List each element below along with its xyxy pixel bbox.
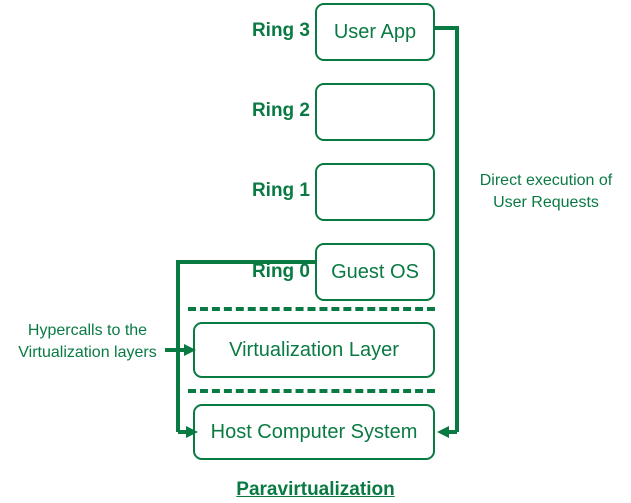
- box-ring1[interactable]: [315, 163, 435, 221]
- diagram-title: Paravirtualization: [236, 479, 395, 500]
- box-virtualization-layer[interactable]: Virtualization Layer: [193, 322, 435, 378]
- dashed-separator-upper: [188, 307, 435, 311]
- annotation-hypercalls: Hypercalls to the Virtualization layers: [18, 322, 157, 361]
- box-user-app[interactable]: User App: [315, 3, 435, 61]
- box-ring2[interactable]: [315, 83, 435, 141]
- dashed-separator-lower: [188, 389, 435, 393]
- annotation-direct-execution: Direct execution of User Requests: [479, 172, 613, 211]
- ring-label-ring0: Ring 0: [251, 261, 310, 282]
- ring-label-ring1: Ring 1: [251, 180, 310, 201]
- arrow-direct-execution: [435, 26, 459, 438]
- ring-label-ring2: Ring 2: [251, 100, 310, 121]
- ring-label-ring3: Ring 3: [251, 20, 310, 41]
- box-guest-os[interactable]: Guest OS: [315, 243, 435, 301]
- box-host-computer-system[interactable]: Host Computer System: [193, 404, 435, 460]
